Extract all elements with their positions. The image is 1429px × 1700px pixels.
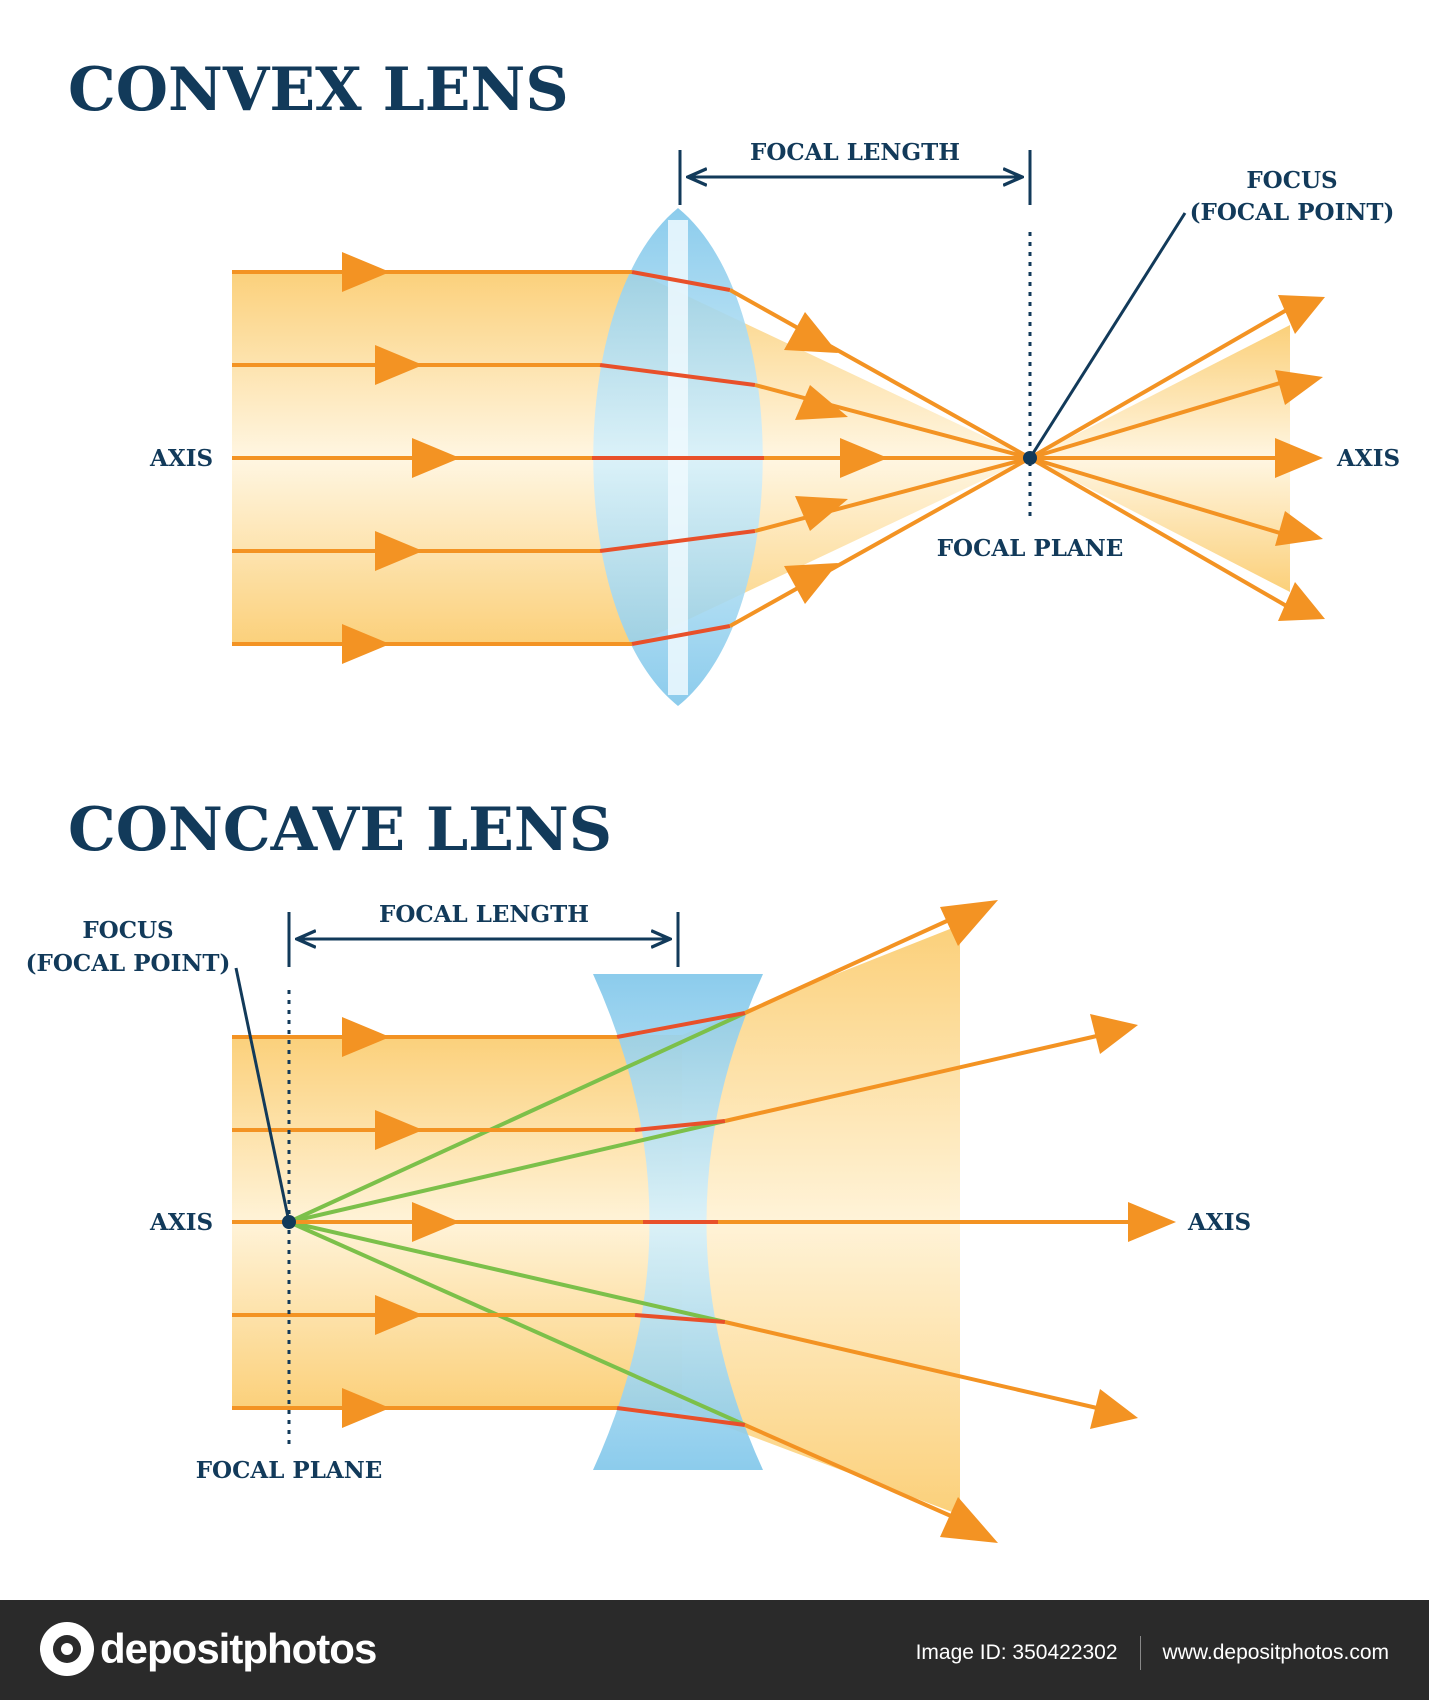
lens-diagram: CONVEX LENS — [26, 55, 1400, 1543]
arrowhead — [342, 1017, 390, 1057]
convex-focal-plane-label: FOCAL PLANE — [937, 535, 1124, 562]
arrowhead — [412, 1202, 460, 1242]
convex-focal-point-label: (FOCAL POINT) — [1190, 199, 1395, 226]
arrowhead — [784, 563, 838, 604]
arrowhead — [412, 438, 460, 478]
convex-rays-inside-lens — [592, 270, 764, 646]
convex-converging-rays — [729, 288, 1031, 628]
concave-focal-plane-label: FOCAL PLANE — [196, 1457, 383, 1484]
arrowhead — [375, 1110, 423, 1150]
arrowhead — [840, 438, 888, 478]
convex-focal-point — [1023, 451, 1037, 465]
arrowhead — [940, 1497, 998, 1543]
concave-diverging-rays — [718, 913, 1150, 1522]
convex-arrowheads — [342, 252, 1325, 664]
convex-axis-left-label: AXIS — [149, 445, 213, 472]
convex-focal-length-bracket — [678, 150, 1032, 205]
image-id: Image ID: 350422302 — [915, 1641, 1118, 1664]
arrowhead — [795, 496, 848, 531]
arrowhead — [1090, 1389, 1138, 1429]
website-link[interactable]: www.depositphotos.com — [1162, 1641, 1389, 1664]
arrowhead — [342, 624, 390, 664]
brand-logo[interactable]: depositphotos — [40, 1622, 377, 1676]
arrowhead — [1275, 438, 1323, 478]
arrowhead — [375, 531, 423, 571]
arrowhead — [795, 385, 848, 420]
concave-focal-length-bracket — [287, 912, 680, 967]
convex-focal-length-label: FOCAL LENGTH — [750, 139, 960, 166]
arrowhead — [342, 1388, 390, 1428]
concave-focal-length-label: FOCAL LENGTH — [379, 901, 589, 928]
convex-axis-right-label: AXIS — [1336, 445, 1400, 472]
concave-arrowheads — [342, 900, 1176, 1543]
footer-divider — [1139, 1636, 1141, 1670]
arrowhead — [1128, 1202, 1176, 1242]
concave-axis-right-label: AXIS — [1187, 1209, 1251, 1236]
arrowhead — [1278, 582, 1325, 621]
concave-virtual-rays — [288, 1011, 746, 1427]
arrowhead — [1275, 511, 1323, 546]
concave-focal-point-label: (FOCAL POINT) — [26, 950, 231, 977]
depositphotos-logo-icon — [40, 1622, 94, 1676]
arrowhead — [1278, 295, 1325, 334]
arrowhead — [375, 1295, 423, 1335]
concave-rays-inside-lens — [616, 1011, 746, 1427]
concave-focal-point — [282, 1215, 296, 1229]
arrowhead — [940, 900, 998, 946]
brand-name: depositphotos — [100, 1625, 377, 1672]
arrowhead — [375, 345, 423, 385]
convex-focus-label: FOCUS — [1246, 167, 1337, 194]
arrowhead — [1275, 370, 1323, 405]
footer-bar: depositphotos Image ID: 350422302 www.de… — [0, 1600, 1429, 1700]
arrowhead — [784, 312, 838, 353]
concave-focus-label: FOCUS — [82, 917, 173, 944]
arrowhead — [1090, 1014, 1138, 1054]
convex-title: CONVEX LENS — [68, 55, 569, 125]
footer-meta: Image ID: 350422302 www.depositphotos.co… — [916, 1636, 1389, 1670]
convex-focus-pointer — [1028, 212, 1187, 459]
convex-diverging-rays — [1029, 306, 1291, 610]
concave-focus-pointer — [234, 967, 291, 1223]
arrowhead — [342, 252, 390, 292]
concave-axis-left-label: AXIS — [149, 1209, 213, 1236]
concave-title: CONCAVE LENS — [68, 795, 612, 865]
